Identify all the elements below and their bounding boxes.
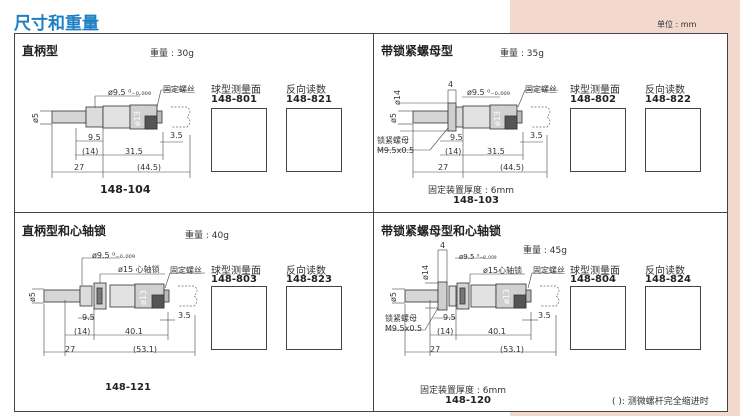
dim: (14) [445, 147, 462, 156]
dim: ø9.5 ⁰₋₀.₀₀₉ [459, 253, 497, 261]
ball-thumbnail [570, 286, 626, 350]
dim: ø14 [421, 264, 430, 280]
model-code: 148-121 [105, 382, 151, 393]
dim: 4 [440, 241, 446, 250]
dim: ø13 [133, 110, 142, 126]
dim: 27 [65, 345, 76, 354]
model-code: 148-120 [445, 395, 491, 406]
ball-code: 148-803 [211, 274, 257, 285]
quadrant-title: 带锁紧螺母型和心轴锁 [381, 224, 502, 238]
dim: (14) [437, 327, 454, 336]
ball-label: 球型测量面 [570, 266, 620, 277]
model-code: 148-104 [100, 183, 151, 196]
dim: (14) [82, 147, 99, 156]
quadrant-title: 直柄型和心轴锁 [22, 224, 107, 238]
ball-label: 球型测量面 [211, 85, 261, 96]
dim: ø5 [28, 292, 37, 302]
ball-thumbnail [570, 108, 626, 172]
set-screw-label: 固定螺丝 [533, 266, 565, 275]
reverse-thumbnail [645, 286, 701, 350]
dim: (44.5) [137, 163, 162, 172]
dim: ø9.5 ⁰₋₀.₀₀₉ [92, 251, 135, 260]
dim: 40.1 [488, 327, 506, 336]
spindle-lock-label: ø15心轴锁 [483, 266, 523, 275]
dim: ø13 [139, 289, 148, 305]
ball-thumbnail [211, 286, 267, 350]
weight: 重量 : 45g [523, 246, 567, 256]
ball-label: 球型测量面 [211, 266, 261, 277]
dim: ø5 [389, 292, 398, 302]
ball-code: 148-801 [211, 94, 257, 105]
lock-nut-label: 锁紧螺母 [385, 314, 417, 323]
reverse-thumbnail [645, 108, 701, 172]
dim: 3.5 [538, 311, 551, 320]
reverse-label: 反向读数 [645, 85, 685, 96]
dim: 9.5 [443, 313, 456, 322]
quadrant-title: 直柄型 [22, 44, 59, 58]
footnote: ( ): 测微螺杆完全缩进时 [612, 397, 709, 407]
weight: 重量 : 35g [500, 49, 544, 59]
reverse-code: 148-824 [645, 274, 691, 285]
ball-code: 148-804 [570, 274, 616, 285]
dim: 3.5 [530, 131, 543, 140]
divider [373, 33, 374, 412]
weight: 重量 : 30g [150, 49, 194, 59]
dim: ø5 [389, 113, 398, 123]
weight: 重量 : 40g [185, 231, 229, 241]
dim: 27 [74, 163, 85, 172]
ball-thumbnail [211, 108, 267, 172]
dim: 9.5 [450, 133, 463, 142]
dim: 9.5 [88, 133, 101, 142]
dim: ø14 [393, 89, 402, 105]
dim: 31.5 [487, 147, 505, 156]
reverse-code: 148-821 [286, 94, 332, 105]
dim: (44.5) [500, 163, 525, 172]
fixture-thickness: 固定装置厚度 : 6mm [428, 186, 515, 196]
reverse-code: 148-822 [645, 94, 691, 105]
quadrant-title: 带锁紧螺母型 [381, 44, 454, 58]
divider [14, 212, 728, 213]
dim: 3.5 [178, 311, 191, 320]
model-code: 148-103 [453, 195, 499, 206]
dim: 3.5 [170, 131, 183, 140]
dim: ø9.5 ⁰₋₀.₀₀₉ [467, 88, 510, 97]
set-screw-label: 固定螺丝 [525, 85, 557, 94]
spindle-lock-label: ø15 心轴锁 [118, 265, 160, 274]
ball-label: 球型测量面 [570, 85, 620, 96]
reverse-thumbnail [286, 108, 342, 172]
dim: ø5 [31, 113, 40, 123]
reverse-thumbnail [286, 286, 342, 350]
dim: 40.1 [125, 327, 143, 336]
dim: (53.1) [133, 345, 158, 354]
nut-thread-label: M9.5x0.5 [377, 146, 415, 155]
reverse-label: 反向读数 [286, 85, 326, 96]
reverse-code: 148-823 [286, 274, 332, 285]
dim: 27 [430, 345, 441, 354]
dim: 31.5 [125, 147, 143, 156]
dim: ø13 [493, 110, 502, 126]
dim: 27 [438, 163, 449, 172]
dim: ø13 [502, 288, 511, 304]
unit-label: 单位 : mm [657, 20, 697, 29]
set-screw-label: 固定螺丝 [170, 266, 202, 275]
set-screw-label: 固定螺丝 [163, 85, 195, 94]
dim: (53.1) [500, 345, 525, 354]
nut-thread-label: M9.5x0.5 [385, 324, 423, 333]
reverse-label: 反向读数 [286, 266, 326, 277]
page-title: 尺寸和重量 [14, 14, 99, 34]
reverse-label: 反向读数 [645, 266, 685, 277]
dim: (14) [74, 327, 91, 336]
lock-nut-label: 锁紧螺母 [377, 136, 409, 145]
dim: ø9.5 ⁰₋₀.₀₀₉ [108, 88, 151, 97]
fixture-thickness: 固定装置厚度 : 6mm [420, 386, 507, 396]
dim: 9.5 [82, 313, 95, 322]
ball-code: 148-802 [570, 94, 616, 105]
dim: 4 [448, 80, 454, 89]
